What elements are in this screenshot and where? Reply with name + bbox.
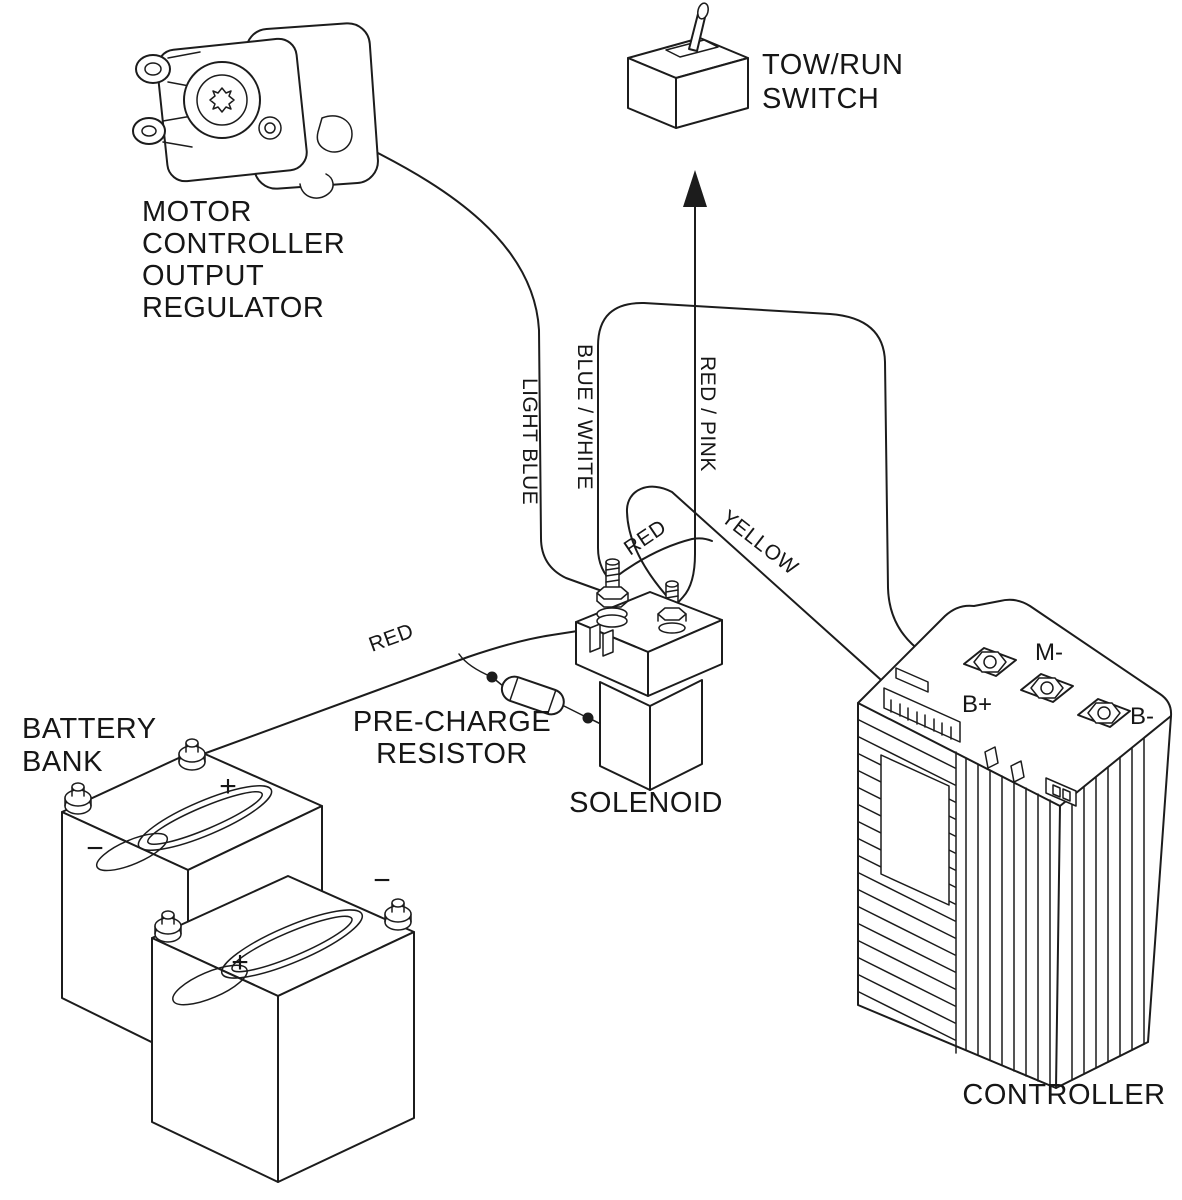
controller — [857, 598, 1173, 1089]
wire-yellow — [625, 485, 891, 689]
motor-regulator-label-line2: CONTROLLER — [142, 228, 345, 260]
tow-run-switch-label-line1: TOW/RUN — [762, 49, 904, 81]
gear-icon — [209, 87, 235, 113]
wire-blue-white — [597, 301, 931, 661]
wire-light-blue — [371, 149, 603, 592]
resistor-body — [500, 675, 565, 716]
tow-run-switch — [627, 2, 749, 129]
wire-light-blue-label: LIGHT BLUE — [518, 378, 541, 505]
solenoid-terminal-left — [605, 558, 620, 593]
wire-red-solenoid — [612, 537, 713, 580]
terminal-dot — [582, 712, 594, 724]
controller-grid — [965, 737, 1145, 1087]
battery1-minus-sign: − — [86, 832, 104, 865]
battery-bank — [61, 738, 415, 1183]
terminal-dot — [486, 671, 498, 683]
controller-label: CONTROLLER — [962, 1079, 1165, 1111]
battery-bank-label-line2: BANK — [22, 746, 103, 778]
battery-2 — [151, 875, 415, 1183]
pre-charge-resistor-label-line1: PRE-CHARGE — [353, 706, 551, 738]
toggle-lever — [688, 2, 709, 52]
battery-bank-label-line1: BATTERY — [22, 713, 157, 745]
battery-post — [178, 738, 206, 771]
battery2-minus-sign: − — [373, 864, 391, 897]
tow-run-switch-label-line2: SWITCH — [762, 83, 879, 115]
pre-charge-resistor — [458, 653, 608, 729]
motor-regulator-label-line3: OUTPUT — [142, 260, 264, 292]
wire-blue-white-label: BLUE / WHITE — [573, 344, 596, 490]
motor-regulator-label-line1: MOTOR — [142, 196, 252, 228]
wire-red-pink — [673, 206, 696, 608]
wire-red-battery — [194, 629, 585, 758]
battery2-plus-sign: + — [231, 946, 249, 979]
arrow-up-icon — [683, 170, 707, 207]
b-plus-label: B+ — [962, 691, 992, 718]
m-minus-label: M- — [1035, 639, 1063, 666]
pre-charge-resistor-label-line2: RESISTOR — [376, 738, 528, 770]
controller-connector-strip — [883, 667, 961, 743]
battery1-plus-sign: + — [219, 770, 237, 803]
wire-red-pink-label: RED / PINK — [696, 356, 719, 472]
solenoid-label: SOLENOID — [569, 787, 723, 819]
motor-regulator-label-line4: REGULATOR — [142, 292, 324, 324]
b-minus-label: B- — [1130, 703, 1154, 730]
solenoid — [575, 558, 723, 791]
battery-post — [384, 898, 412, 931]
controller-label-panel — [880, 754, 950, 906]
motor-regulator — [132, 22, 379, 199]
battery-post — [64, 782, 92, 815]
wire-red-battery-label: RED — [366, 619, 417, 656]
